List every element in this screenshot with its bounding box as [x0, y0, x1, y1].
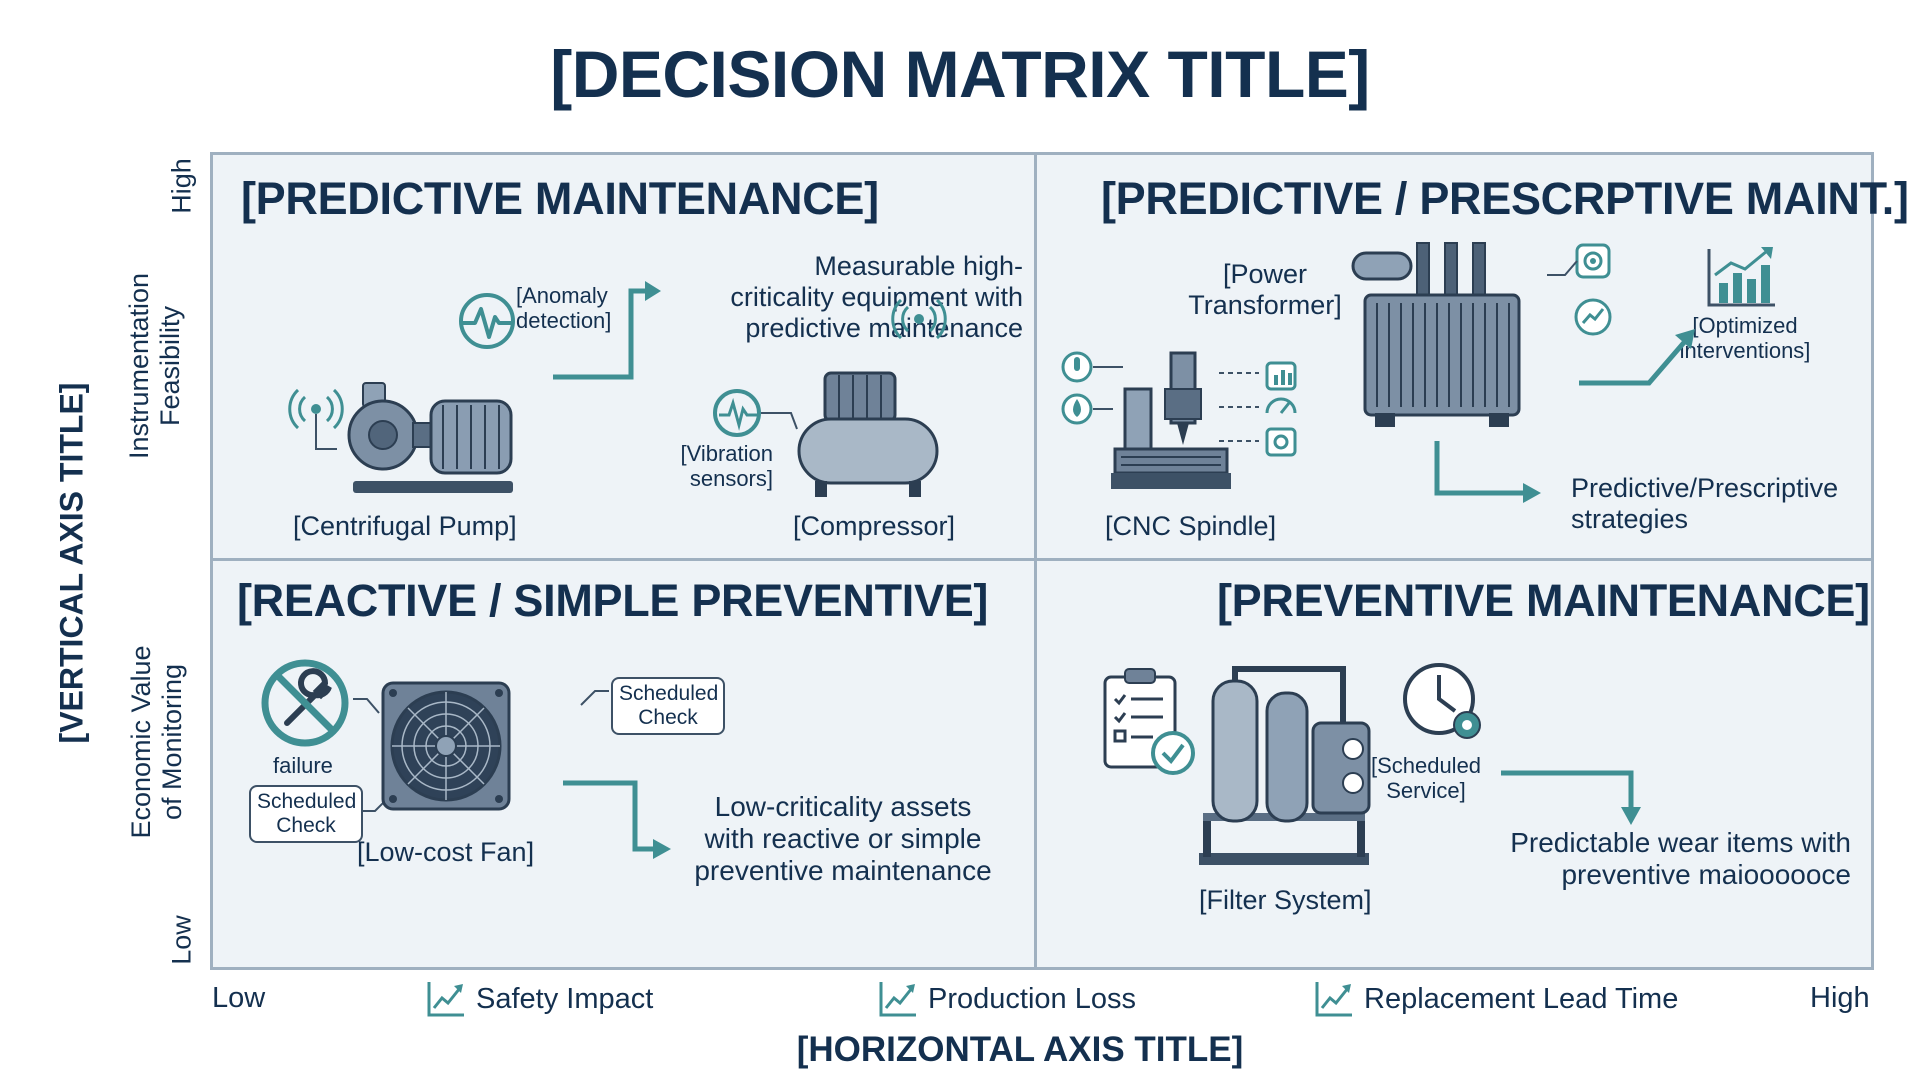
vertical-axis-title: [VERTICAL AXIS TITLE]: [53, 382, 90, 744]
horizontal-axis-title: [HORIZONTAL AXIS TITLE]: [796, 1030, 1244, 1069]
compressor-illustration: [797, 371, 939, 497]
filter-system-label: [Filter System]: [1199, 885, 1372, 915]
trend-chart-icon: [427, 982, 464, 1017]
gear-icon: [1547, 243, 1612, 336]
scheduled-service-label: [Scheduled Service]: [1370, 753, 1482, 804]
no-repair-icon: [261, 659, 349, 747]
cnc-spindle-label: [CNC Spindle]: [1105, 511, 1277, 541]
scheduled-check-right-badge: Scheduled Check: [611, 677, 725, 736]
predictive-prescriptive-strategies-label: Predictive/Prescriptive strategies: [1571, 473, 1839, 535]
vibration-sensors-label: [Vibration sensors]: [680, 441, 773, 492]
vertical-axis-upper-label: Instrumentation Feasibility: [123, 272, 185, 460]
vibration-sensor-icon: [713, 389, 798, 437]
cnc-spindle-illustration: [1111, 351, 1231, 489]
power-transformer-label: [Power Transformer]: [1188, 259, 1342, 321]
wireless-signal-icon: [891, 298, 947, 340]
quadrant-title: [REACTIVE / SIMPLE PREVENTIVE]: [237, 575, 989, 626]
clock-gear-icon: [1403, 663, 1481, 739]
anomaly-detection-label: [Anomaly detection]: [516, 283, 612, 334]
failure-label: failure: [273, 753, 333, 778]
vertical-axis-high: High: [166, 158, 197, 214]
preventive-description: Predictable wear items with preventive m…: [1510, 827, 1851, 891]
heartbeat-icon: [459, 293, 515, 349]
low-cost-fan-label: [Low-cost Fan]: [357, 837, 535, 867]
axis-factor-replacement-lead-time: Replacement Lead Time: [1314, 980, 1678, 1018]
axis-factor-label: Safety Impact: [476, 982, 654, 1015]
scheduled-check-left-badge: Scheduled Check: [249, 785, 363, 844]
compressor-label: [Compressor]: [793, 511, 956, 541]
quadrant-predictive-prescriptive: [PREDICTIVE / PRESCRPTIVE MAINT.] [Power…: [1035, 155, 1909, 559]
quadrant-title: [PREVENTIVE MAINTENANCE]: [1217, 575, 1870, 626]
flow-arrow-icon: [563, 780, 671, 859]
axis-factor-safety-impact: Safety Impact: [426, 980, 653, 1018]
optimized-interventions-label: [Optimized interventions]: [1679, 313, 1811, 364]
wireless-signal-icon: [288, 388, 344, 450]
horizontal-axis-high: High: [1810, 982, 1870, 1014]
filter-system-illustration: [1199, 666, 1371, 865]
vertical-axis-lower-label: Economic Value of Monitoring: [125, 645, 187, 839]
centrifugal-pump-illustration: [347, 382, 513, 493]
quadrant-reactive-simple-preventive: [REACTIVE / SIMPLE PREVENTIVE] failure S…: [213, 559, 1035, 967]
flow-arrow-icon: [1501, 770, 1641, 825]
axis-factor-label: Production Loss: [928, 982, 1136, 1015]
quadrant-predictive-maintenance: [PREDICTIVE MAINTENANCE] [Anomaly detect…: [213, 155, 1035, 559]
trend-chart-icon: [1315, 982, 1352, 1017]
flow-arrow-icon: [1579, 329, 1695, 386]
quadrant-preventive-maintenance: [PREVENTIVE MAINTENANCE] [Filter System]: [1035, 559, 1871, 967]
matrix-divider-horizontal: [213, 558, 1871, 561]
predictive-description: Measurable high- criticality equipment w…: [730, 251, 1023, 344]
decision-matrix: [PREDICTIVE MAINTENANCE] [Anomaly detect…: [210, 152, 1909, 970]
matrix-title: [DECISION MATRIX TITLE]: [550, 37, 1370, 111]
axis-factor-production-loss: Production Loss: [878, 980, 1136, 1018]
thermometer-icon: [1061, 351, 1123, 425]
power-transformer-illustration: [1351, 242, 1521, 427]
horizontal-axis-low: Low: [212, 982, 266, 1014]
trend-chart-icon: [879, 982, 916, 1017]
quadrant-title: [PREDICTIVE MAINTENANCE]: [241, 173, 879, 224]
matrix-divider-vertical: [1034, 155, 1037, 967]
centrifugal-pump-label: [Centrifugal Pump]: [293, 511, 517, 541]
reactive-description: Low-criticality assets with reactive or …: [694, 791, 992, 887]
flow-arrow-icon: [553, 281, 661, 380]
flow-arrow-icon: [1434, 441, 1541, 503]
checklist-icon: [1103, 668, 1195, 775]
quadrant-title: [PREDICTIVE / PRESCRPTIVE MAINT.]: [1101, 173, 1909, 224]
fan-illustration: [381, 681, 511, 811]
vertical-axis-low: Low: [166, 915, 197, 965]
dashboard-icons: [1219, 361, 1297, 457]
growth-chart-icon: [1707, 247, 1775, 307]
axis-factor-label: Replacement Lead Time: [1364, 982, 1679, 1015]
